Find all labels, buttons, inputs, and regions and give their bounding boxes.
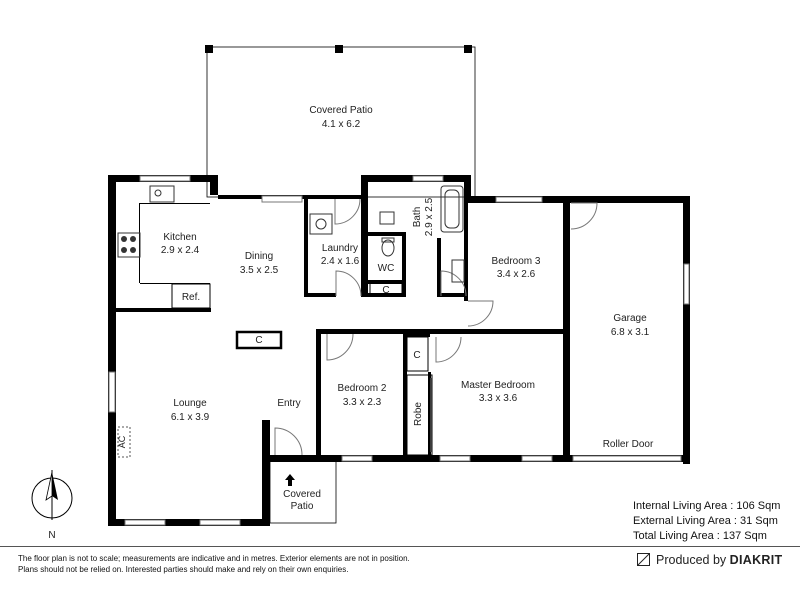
size-laundry: 2.4 x 1.6 (321, 256, 360, 267)
footer-divider (0, 546, 800, 547)
fixtures (117, 185, 465, 458)
branding: Produced by DIAKRIT (656, 553, 782, 567)
label-lounge: Lounge (173, 398, 207, 409)
label-cupboard-lounge: C (255, 335, 262, 346)
area-summary: Internal Living Area : 106 Sqm External … (633, 499, 780, 544)
size-covered-patio: 4.1 x 6.2 (322, 119, 361, 130)
entry-arrow-icon (285, 474, 295, 486)
disclaimer-line-1: The floor plan is not to scale; measurem… (18, 554, 410, 563)
label-entry: Entry (277, 398, 300, 409)
total-area: Total Living Area : 137 Sqm (633, 530, 767, 542)
laundry-tub-icon (309, 213, 333, 235)
label-front-patio-2: Patio (291, 501, 314, 512)
size-bath: 2.9 x 2.5 (424, 197, 435, 236)
room-labels: Covered Patio 4.1 x 6.2 Kitchen 2.9 x 2.… (117, 105, 654, 512)
disclaimer-line-2: Plans should not be relied on. Intereste… (18, 565, 349, 574)
windows (108, 175, 690, 526)
size-bedroom2: 3.3 x 2.3 (343, 397, 382, 408)
sink-icon (149, 185, 175, 203)
produced-by: Produced by (656, 553, 727, 567)
diakrit-logo-icon (637, 553, 650, 566)
ac-unit-icon (117, 426, 131, 458)
company-name: DIAKRIT (729, 553, 783, 567)
size-dining: 3.5 x 2.5 (240, 265, 279, 276)
label-roller-door: Roller Door (603, 439, 654, 450)
label-bedroom2: Bedroom 2 (338, 383, 387, 394)
internal-area: Internal Living Area : 106 Sqm (633, 500, 781, 512)
label-north: N (48, 530, 55, 541)
external-area: External Living Area : 31 Sqm (633, 515, 778, 527)
label-laundry: Laundry (322, 243, 358, 254)
label-front-patio-1: Covered (283, 489, 321, 500)
label-master-bedroom: Master Bedroom (461, 380, 535, 391)
interior-walls (116, 195, 570, 462)
label-robe: Robe (413, 402, 424, 426)
size-kitchen: 2.9 x 2.4 (161, 245, 200, 256)
label-wc: WC (378, 263, 395, 274)
label-bath: Bath (412, 207, 423, 228)
label-ref: Ref. (182, 292, 200, 303)
north-compass-icon: N (31, 470, 73, 541)
toilet-icon (381, 239, 395, 257)
size-garage: 6.8 x 3.1 (611, 327, 650, 338)
label-garage: Garage (613, 313, 647, 324)
label-dining: Dining (245, 251, 273, 262)
cooktop-icon (117, 232, 141, 258)
doors (274, 198, 598, 456)
label-kitchen: Kitchen (163, 232, 196, 243)
vanity-icon (451, 259, 465, 283)
size-master-bedroom: 3.3 x 3.6 (479, 393, 518, 404)
size-bedroom3: 3.4 x 2.6 (497, 269, 536, 280)
label-cupboard-wc: C (382, 285, 389, 296)
label-covered-patio: Covered Patio (309, 105, 373, 116)
disclaimer: The floor plan is not to scale; measurem… (18, 553, 410, 575)
bathtub-icon (440, 185, 464, 233)
size-lounge: 6.1 x 3.9 (171, 412, 210, 423)
label-bedroom3: Bedroom 3 (492, 256, 541, 267)
basin-icon (379, 211, 395, 225)
label-ac: AC (117, 435, 127, 448)
label-cupboard-master: C (413, 350, 420, 361)
exterior-walls (108, 175, 690, 526)
